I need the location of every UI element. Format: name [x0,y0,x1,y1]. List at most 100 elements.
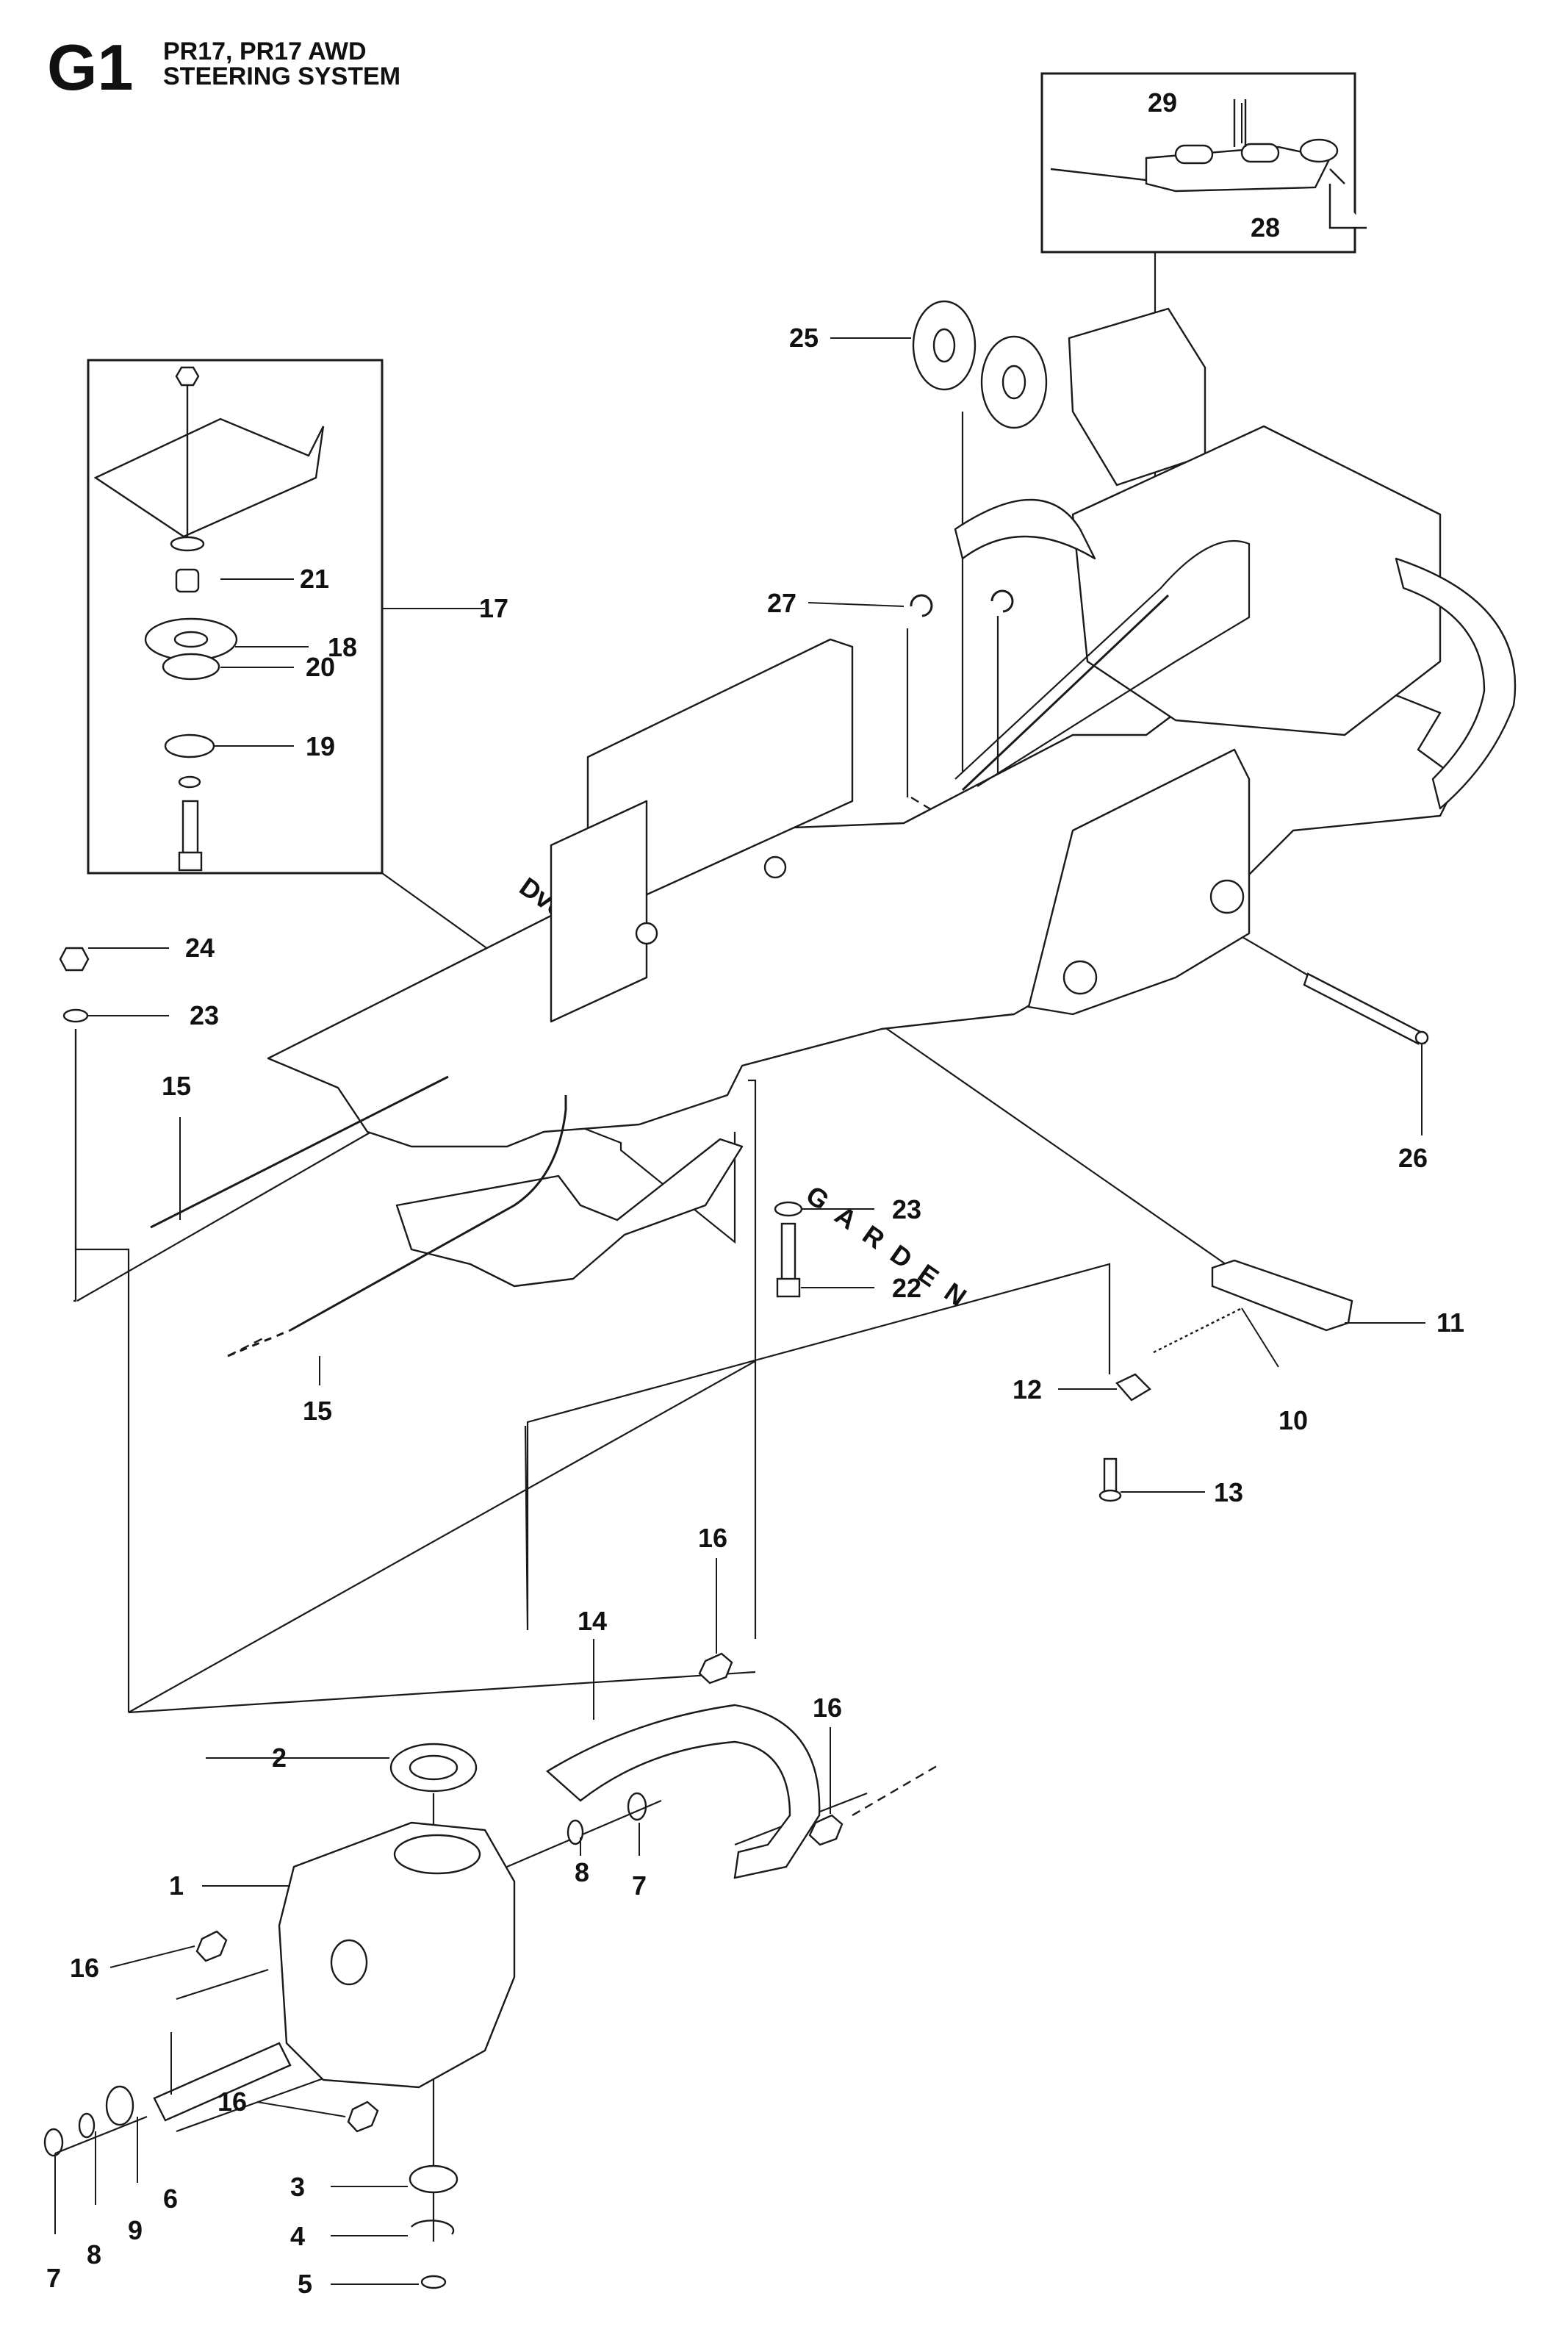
circlip-7-right [627,1792,647,1821]
callout-9: 9 [128,2215,143,2245]
spacer-21 [175,568,200,593]
frame-steering-bracket [395,1138,744,1288]
callout-12: 12 [1013,1374,1042,1404]
steering-cable [954,539,1251,792]
frame-seat-mount [1068,307,1206,487]
frame-hole [1062,960,1098,995]
nut-16-left [195,1930,228,1962]
callout-4: 4 [290,2221,305,2251]
callout-10: 10 [1279,1405,1308,1435]
callout-7-right: 7 [632,1870,647,1901]
chassis-frame [267,307,1517,1288]
callout-23-upper: 23 [190,1000,219,1030]
callout-24: 24 [185,933,215,963]
washer-23-right [774,1201,803,1217]
frame-hole [635,922,658,945]
callout-19: 19 [306,731,335,761]
frame-hole [763,855,787,879]
callout-8-right: 8 [575,1857,589,1887]
e-clips-27 [910,589,1014,617]
callout-7-left: 7 [46,2263,61,2293]
cable-loop [954,539,1251,787]
callout-14: 14 [578,1606,607,1636]
nut-16-right [808,1814,844,1846]
callout-28: 28 [1251,212,1280,243]
callout-3: 3 [290,2172,305,2202]
washer-5 [420,2275,447,2289]
bolt-22-head [776,1277,801,1298]
washer-lower [178,775,201,789]
ring-19 [164,733,215,758]
callout-29: 29 [1148,87,1177,118]
callout-leaders [54,103,1425,2285]
bolt-22-shank [780,1222,796,1284]
cable-eye [1299,138,1339,163]
callout-25: 25 [789,323,819,353]
callout-1: 1 [169,1870,184,1901]
pulley-25-b-hub [1001,365,1026,400]
callout-13: 13 [1214,1477,1243,1507]
callout-2: 2 [272,1743,287,1773]
callout-17: 17 [479,593,508,623]
washer-8-left [78,2112,96,2139]
plate-11 [1211,1259,1353,1332]
section-title: STEERING SYSTEM [163,62,401,90]
frame-handle-bar [954,498,1096,560]
callout-5: 5 [298,2269,312,2299]
cable-line [961,594,1170,792]
shaft-6 [153,2042,292,2122]
callout-27: 27 [767,588,796,618]
callout-8-left: 8 [87,2239,101,2270]
callout-16-left: 16 [70,1953,99,1983]
callout-18: 18 [328,632,357,662]
washer-23-left [62,1008,89,1023]
fasteners-upper [59,947,803,1298]
callout-16-right: 16 [813,1693,842,1723]
gearbox-side-bore [330,1939,368,1986]
callout-16-top: 16 [698,1523,727,1553]
callout-22: 22 [892,1273,921,1303]
leader-lines [54,252,1426,2242]
top-nut [175,366,200,387]
nut-16-bottom [347,2100,379,2133]
pulley-stack-parts [93,366,325,872]
nut-16-top [698,1652,733,1685]
frame-rear-plate [1027,748,1251,1016]
circlip-4 [411,2220,455,2235]
clamp-bolt-29-b [1240,143,1280,163]
cable-clamp-parts [1050,99,1367,229]
nut-24 [59,947,90,972]
washer-upper [170,536,205,552]
steering-cables-15 [150,1075,567,1357]
mounting-plate [93,417,325,538]
detail-box-pulley-assembly [87,359,384,875]
clamp-bolt-29-a [1174,144,1214,165]
frame-front-box [550,800,648,1023]
callout-11: 11 [1436,1307,1464,1338]
callout-23-lower: 23 [892,1194,921,1224]
bearing-3 [409,2164,458,2194]
callout-16-bottom: 16 [217,2087,247,2117]
bracket-12 [1115,1373,1151,1402]
pulley-25-a-hub [932,328,956,363]
strap-14 [545,1704,821,1879]
frame-upper-deck [1071,425,1442,736]
callout-26: 26 [1398,1143,1428,1173]
bolt-shank [181,800,199,854]
spring-10 [1153,1307,1242,1354]
callout-21: 21 [300,564,329,594]
gearbox-assembly [43,1652,844,2289]
frame-rear-handle [1395,557,1517,810]
circlip-7-left [43,2128,64,2157]
spring-assembly [1098,1259,1353,1502]
pivot-rod-26 [1303,972,1429,1045]
detail-box-cable-clamp [1040,72,1356,254]
callout-15-lower: 15 [303,1396,332,1426]
section-code: G1 [47,31,134,104]
washer-8-right [567,1819,584,1845]
gearbox-top-bore [393,1834,481,1875]
model-line: PR17, PR17 AWD [163,37,367,65]
callout-15-upper: 15 [162,1071,191,1101]
